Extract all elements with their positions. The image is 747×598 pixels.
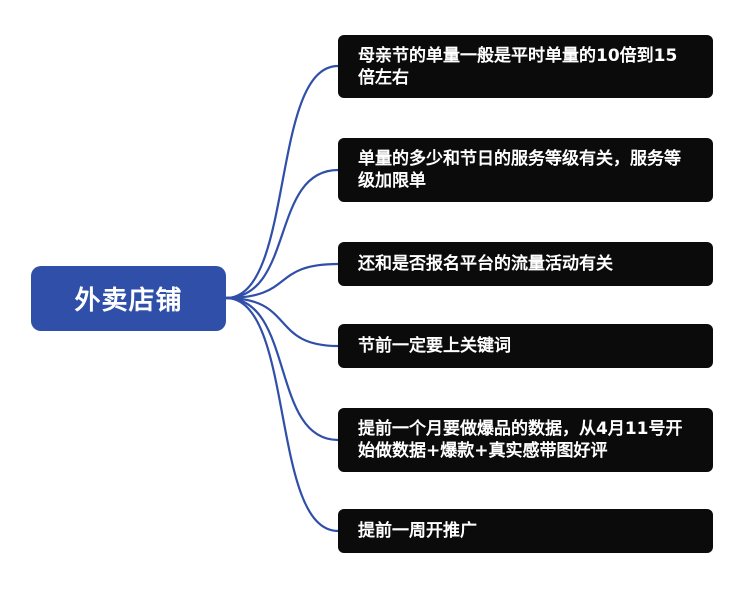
branch-node-1[interactable]: 母亲节的单量一般是平时单量的10倍到15倍左右 <box>338 35 713 98</box>
connector-5 <box>225 296 339 442</box>
branch-node-label: 节前一定要上关键词 <box>358 336 511 356</box>
branch-node-4[interactable]: 节前一定要上关键词 <box>338 324 713 368</box>
connector-1 <box>225 64 339 300</box>
connector-2 <box>225 168 339 300</box>
connector-4 <box>225 296 339 348</box>
branch-node-label: 母亲节的单量一般是平时单量的10倍到15倍左右 <box>358 45 678 88</box>
root-node-label: 外卖店铺 <box>74 286 183 316</box>
branch-node-label: 提前一周开推广 <box>358 521 477 541</box>
connector-3 <box>225 262 339 300</box>
root-node[interactable]: 外卖店铺 <box>31 266 226 331</box>
branch-node-label: 单量的多少和节日的服务等级有关，服务等级加限单 <box>358 149 681 191</box>
branch-node-label: 还和是否报名平台的流量活动有关 <box>358 254 613 274</box>
branch-node-label: 提前一个月要做爆品的数据，从4月11号开始做数据+爆款+真实感带图好评 <box>358 419 683 461</box>
branch-node-6[interactable]: 提前一周开推广 <box>338 509 713 553</box>
branch-node-5[interactable]: 提前一个月要做爆品的数据，从4月11号开始做数据+爆款+真实感带图好评 <box>338 408 713 472</box>
branch-node-2[interactable]: 单量的多少和节日的服务等级有关，服务等级加限单 <box>338 138 713 202</box>
connector-6 <box>225 296 339 533</box>
branch-node-3[interactable]: 还和是否报名平台的流量活动有关 <box>338 242 713 286</box>
